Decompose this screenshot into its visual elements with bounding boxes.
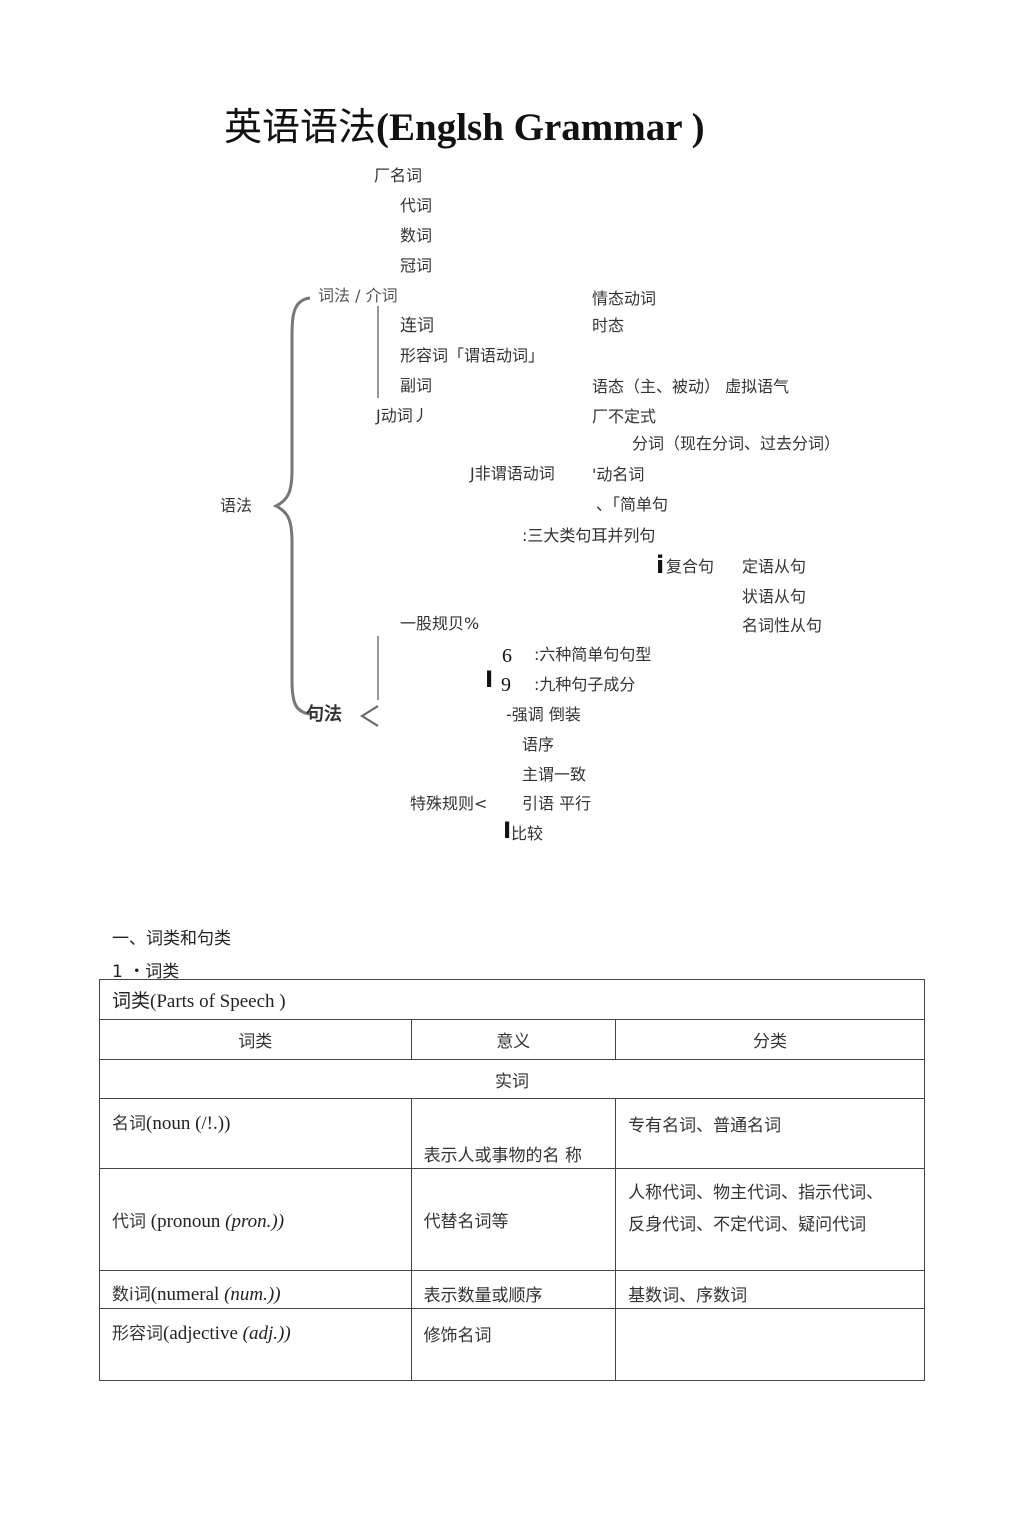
group-content-words: 实词 xyxy=(99,1059,925,1099)
tree-item-adverbial-clause: 状语从句 xyxy=(742,587,807,606)
table-caption-row: 词类(Parts of Speech ) xyxy=(99,979,925,1020)
table-caption: 词类(Parts of Speech ) xyxy=(99,979,925,1020)
word-en: (adjective xyxy=(163,1323,243,1344)
tree-item-numeral: 数词 xyxy=(400,226,433,245)
tree-item-article: 冠词 xyxy=(400,256,433,275)
cell-meaning: 表示数量或顺序 xyxy=(410,1270,617,1309)
tree-item-adverb: 副词 xyxy=(400,376,433,395)
word-en-abbr: (adj.)) xyxy=(242,1323,291,1344)
tree-label-nonpredicate: J非谓语动词 xyxy=(470,464,555,483)
tree-nine-number: 9 xyxy=(501,674,511,696)
cell-category: 专有名词、普通名词 xyxy=(615,1098,925,1169)
tree-item-special-rules: 特殊规则< xyxy=(410,794,488,813)
tree-item-speech-parallel: 引语 平行 xyxy=(522,794,592,813)
table-row: 代词 (pronoun (pron.)) 代替名词等 人称代词、物主代词、指示代… xyxy=(99,1168,925,1271)
category-line: 专有名词、普通名词 xyxy=(628,1116,782,1136)
header-meaning: 意义 xyxy=(410,1019,617,1060)
tree-item-complex-sentence: 复合句 xyxy=(666,557,715,576)
tree-item-general-rules: 一股规贝% xyxy=(400,614,480,633)
tree-item-infinitive: 厂不定式 xyxy=(592,407,657,426)
word-en: (numeral xyxy=(150,1284,225,1305)
word-en-abbr: (pron.)) xyxy=(225,1210,285,1232)
cell-meaning: 表示人或事物的名 称 xyxy=(410,1098,617,1169)
category-line: 反身代词、不定代词、疑问代词 xyxy=(628,1215,867,1235)
category-line: 人称代词、物主代词、指示代词、 xyxy=(628,1183,884,1203)
word-en: (noun (/!.)) xyxy=(146,1113,231,1134)
tree-item-participle: 分词（现在分词、过去分词） xyxy=(632,434,841,453)
cell-word: 名词(noun (/!.)) xyxy=(99,1098,412,1169)
tree-item-preposition: 词法 / 介词 xyxy=(318,286,398,305)
tree-item-adjective: 形容词「谓语动词」 xyxy=(400,346,545,365)
table-group-row: 实词 xyxy=(99,1059,925,1099)
tree-item-word-order: 语序 xyxy=(522,735,555,754)
word-cn: 代词 xyxy=(112,1211,146,1232)
tree-item-voice: 语态（主、被动） 虚拟语气 xyxy=(592,377,790,396)
section-heading: 一、词类和句类 xyxy=(112,929,231,949)
tree-nine-marker: I xyxy=(485,668,494,693)
tree-six-number: 6 xyxy=(502,645,512,667)
tree-complex-marker: i xyxy=(656,551,665,579)
tree-item-emphasis-inversion: -强调 倒装 xyxy=(506,705,581,724)
cell-category: 基数词、序数词 xyxy=(615,1270,925,1309)
word-en: (pronoun xyxy=(146,1210,226,1232)
cell-word: 数i词(numeral (num.)) xyxy=(99,1270,412,1309)
tree-item-agreement: 主谓一致 xyxy=(522,765,587,784)
tree-root: 语法 xyxy=(220,496,253,515)
tree-item-tense: 时态 xyxy=(592,316,625,335)
word-cn: 名词 xyxy=(112,1114,146,1134)
tree-item-modal-verb: 情态动词 xyxy=(592,289,657,308)
tree-item-pronoun: 代词 xyxy=(400,196,433,215)
tree-item-comparison: 比较 xyxy=(511,824,544,843)
tree-item-noun: 厂名词 xyxy=(374,166,423,185)
cell-category xyxy=(615,1308,925,1381)
cell-word: 代词 (pronoun (pron.)) xyxy=(99,1168,412,1271)
syntax-chevron xyxy=(360,705,379,727)
table-header-row: 词类 意义 分类 xyxy=(99,1019,925,1060)
page-title: 英语语法(Englsh Grammar ) xyxy=(224,105,705,149)
category-line: 基数词、序数词 xyxy=(628,1286,748,1306)
subsection-heading: 1 ・词类 xyxy=(112,962,180,982)
tree-item-verb: J动词丿 xyxy=(376,406,429,425)
cell-word: 形容词(adjective (adj.)) xyxy=(99,1308,412,1381)
tree-item-compound-sentence: :三大类句耳并列句 xyxy=(522,526,656,545)
parts-of-speech-table: 词类(Parts of Speech ) 词类 意义 分类 实词 名词(noun… xyxy=(99,979,925,1381)
cell-meaning: 修饰名词 xyxy=(410,1308,617,1381)
tree-syntax-label: 句法 xyxy=(306,704,342,725)
cell-meaning: 代替名词等 xyxy=(410,1168,617,1271)
word-en-abbr: (num.)) xyxy=(224,1284,281,1305)
tree-item-conjunction: 连词 xyxy=(400,316,434,336)
tree-compare-marker: I xyxy=(503,819,512,844)
tree-item-attributive-clause: 定语从句 xyxy=(742,557,807,576)
table-row: 形容词(adjective (adj.)) 修饰名词 xyxy=(99,1308,925,1381)
tree-item-simple-sentence: 、「简单句 xyxy=(596,495,669,514)
header-category: 分类 xyxy=(615,1019,925,1060)
tree-item-gerund: '动名词 xyxy=(592,465,645,484)
tree-item-nine-components: :九种句子成分 xyxy=(534,675,636,694)
tree-item-nominal-clause: 名词性从句 xyxy=(742,616,823,635)
tree-item-six-patterns: :六种简单句句型 xyxy=(534,645,652,664)
table-row: 数i词(numeral (num.)) 表示数量或顺序 基数词、序数词 xyxy=(99,1270,925,1309)
root-brace xyxy=(272,296,311,716)
word-cn: 形容词 xyxy=(112,1324,163,1344)
header-word-class: 词类 xyxy=(99,1019,412,1060)
cell-category: 人称代词、物主代词、指示代词、反身代词、不定代词、疑问代词 xyxy=(615,1168,925,1271)
word-cn: 数i词 xyxy=(112,1285,151,1305)
table-row: 名词(noun (/!.)) 表示人或事物的名 称 专有名词、普通名词 xyxy=(99,1098,925,1169)
